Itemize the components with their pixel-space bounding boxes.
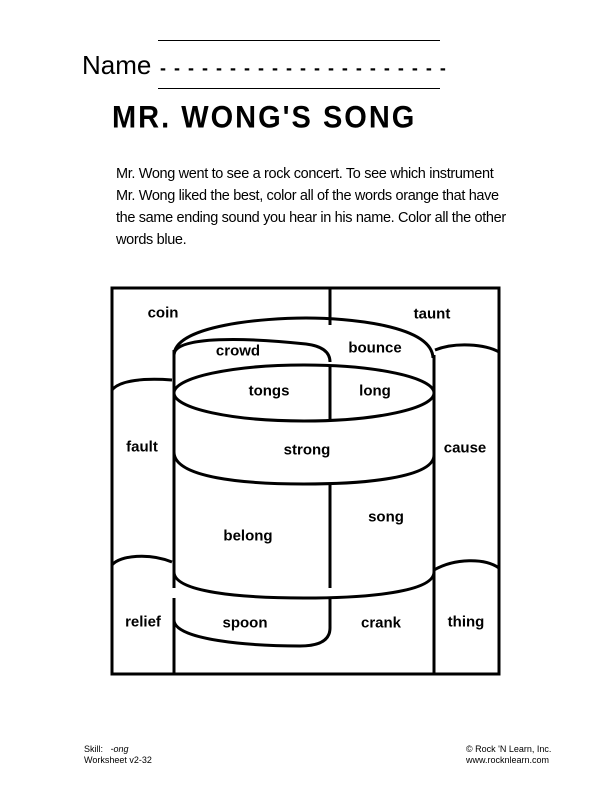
word-bounce[interactable]: bounce bbox=[348, 339, 402, 357]
drum-band-lower bbox=[172, 451, 436, 486]
back-drum-rim bbox=[172, 316, 435, 359]
worksheet-id: Worksheet v2-32 bbox=[84, 755, 152, 765]
word-relief[interactable]: relief bbox=[125, 613, 161, 631]
footer-left: Skill: -ong Worksheet v2-32 bbox=[84, 744, 152, 766]
left-drum-bottom bbox=[110, 554, 173, 567]
skill-label: Skill: bbox=[84, 744, 104, 754]
word-belong[interactable]: belong bbox=[223, 527, 273, 545]
word-crank[interactable]: crank bbox=[360, 614, 402, 632]
word-cause[interactable]: cause bbox=[443, 439, 487, 457]
right-drum-top bbox=[434, 343, 500, 354]
left-drum-top bbox=[110, 377, 173, 392]
instructions-text: Mr. Wong went to see a rock concert. To … bbox=[116, 166, 506, 248]
right-drum-bottom bbox=[433, 559, 500, 572]
front-drum-top bbox=[172, 338, 332, 363]
footer-right: © Rock 'N Learn, Inc. www.rocknlearn.com bbox=[466, 744, 551, 766]
word-taunt[interactable]: taunt bbox=[413, 305, 451, 323]
copyright: © Rock 'N Learn, Inc. bbox=[466, 744, 552, 754]
word-tongs[interactable]: tongs bbox=[248, 382, 290, 400]
small-drum-bottom bbox=[172, 598, 332, 648]
name-line-bottom bbox=[158, 88, 440, 89]
website: www.rocknlearn.com bbox=[466, 755, 550, 765]
name-dashed-line: - - - - - - - - - - - - - - - - - - - - … bbox=[160, 58, 448, 78]
word-long[interactable]: long bbox=[359, 382, 391, 400]
word-strong[interactable]: strong bbox=[283, 441, 331, 459]
drum-bottom-arc bbox=[172, 571, 436, 600]
drum-top-ellipse bbox=[172, 363, 436, 423]
word-spoon[interactable]: spoon bbox=[222, 614, 268, 632]
name-line-top bbox=[158, 40, 440, 41]
page-title: MR. WONG'S SONG bbox=[112, 100, 417, 136]
skill-value: -ong bbox=[110, 744, 129, 754]
word-fault[interactable]: fault bbox=[126, 438, 158, 456]
word-song[interactable]: song bbox=[368, 508, 404, 526]
word-thing[interactable]: thing bbox=[447, 613, 485, 631]
word-crowd[interactable]: crowd bbox=[215, 342, 261, 360]
word-coin[interactable]: coin bbox=[147, 304, 179, 322]
puzzle-frame bbox=[110, 286, 501, 676]
name-label: Name bbox=[82, 50, 152, 80]
